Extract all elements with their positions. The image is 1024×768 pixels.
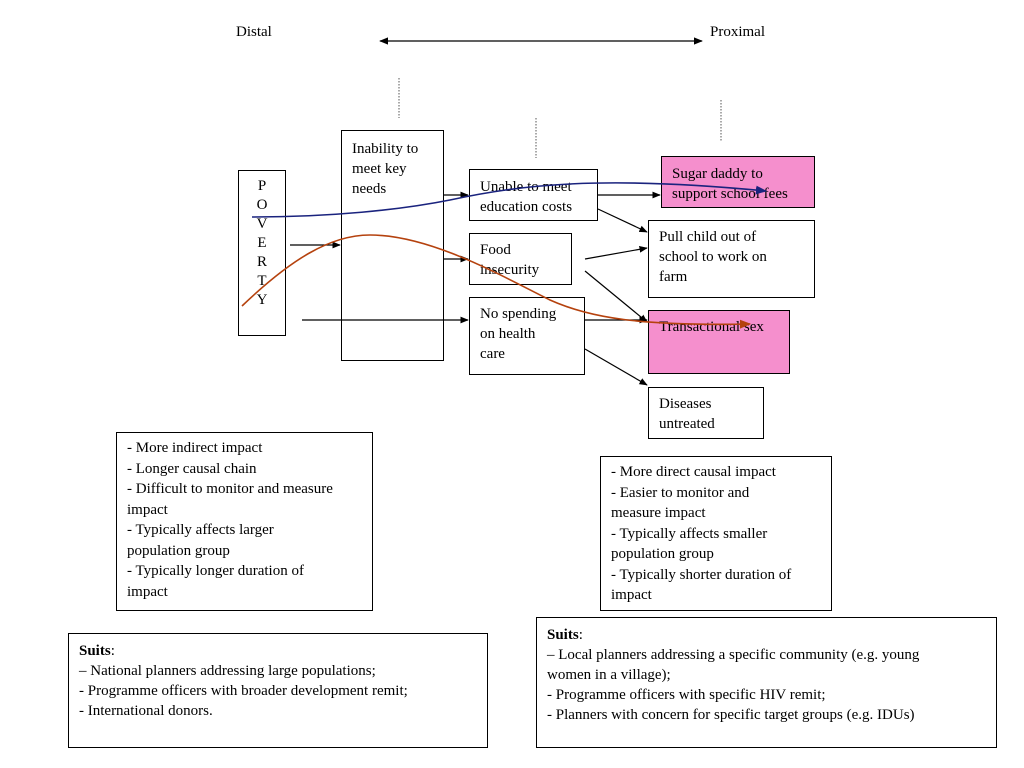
note-line: population group — [611, 546, 714, 562]
poverty-letter: Y — [256, 292, 268, 308]
diseases-node: Diseases untreated — [648, 387, 764, 439]
poverty-letter: V — [256, 216, 268, 232]
node-text: Pull child out of — [659, 229, 757, 245]
arrow-food-transactional — [584, 270, 648, 323]
suits-colon: : — [110, 643, 115, 659]
note-line: impact — [127, 501, 168, 518]
node-text: Transactional sex — [659, 319, 764, 335]
poverty-letter: R — [256, 254, 267, 270]
poverty-letter: O — [256, 197, 268, 213]
note-line: - Typically affects smaller — [611, 525, 768, 542]
note-line: impact — [611, 587, 652, 603]
transactional-sex-node: Transactional sex — [648, 310, 790, 374]
suits-colon: : — [578, 627, 583, 643]
suits-line: – Local planners addressing a specific c… — [547, 647, 920, 663]
arrow-education-pull — [597, 208, 648, 233]
node-text: farm — [659, 269, 688, 285]
suits-distal-box: Suits: – National planners addressing la… — [68, 633, 488, 748]
node-text: untreated — [659, 416, 715, 432]
note-line: population group — [127, 542, 230, 559]
distal-label: Distal — [236, 24, 272, 40]
suits-proximal-box: Suits: – Local planners addressing a spe… — [536, 617, 997, 748]
node-text: education costs — [480, 199, 573, 215]
orange-pathway-curve — [241, 234, 752, 329]
node-text: No spending — [480, 306, 557, 322]
node-text: Sugar daddy to — [672, 166, 763, 182]
note-line: - Easier to monitor and — [611, 484, 750, 501]
pull-child-node: Pull child out of school to work on farm — [648, 220, 815, 298]
node-text: on health — [480, 326, 536, 342]
note-line: - Difficult to monitor and measure — [127, 481, 333, 497]
note-line: - Typically affects larger — [127, 522, 274, 538]
node-text: Food — [480, 242, 511, 258]
poverty-letter: E — [257, 235, 267, 251]
proximal-label: Proximal — [710, 24, 765, 40]
note-line: - Longer causal chain — [127, 460, 257, 477]
suits-line: women in a village); — [547, 667, 671, 683]
node-text: Diseases — [659, 396, 712, 412]
note-line: - Typically shorter duration of — [611, 566, 792, 583]
node-text: Inability to — [352, 141, 419, 157]
food-node: Food insecurity — [469, 233, 572, 285]
poverty-letter: T — [257, 273, 267, 289]
suits-line: – National planners addressing large pop… — [79, 663, 376, 679]
suits-line: - Programme officers with broader develo… — [79, 683, 408, 699]
note-line: measure impact — [611, 505, 706, 521]
suits-line: - Programme officers with specific HIV r… — [547, 687, 826, 703]
node-text: care — [480, 346, 505, 362]
arrow-health-diseases — [584, 348, 648, 386]
node-text: needs — [352, 181, 387, 197]
suits-title: Suits — [547, 627, 579, 643]
arrow-food-pull — [584, 246, 648, 260]
suits-line: - Planners with concern for specific tar… — [547, 707, 915, 723]
suits-title: Suits — [79, 643, 111, 659]
node-text: meet key — [352, 161, 407, 177]
inability-node: Inability to meet key needs — [341, 130, 444, 361]
note-line: - More indirect impact — [127, 440, 263, 456]
note-line: - More direct causal impact — [611, 464, 776, 480]
distal-characteristics-box: - More indirect impact - Longer causal c… — [116, 432, 373, 611]
note-line: - Typically longer duration of — [127, 563, 304, 579]
node-text: school to work on — [659, 249, 767, 265]
note-line: impact — [127, 583, 168, 600]
sugar-daddy-node: Sugar daddy to support school fees — [661, 156, 815, 208]
health-node: No spending on health care — [469, 297, 585, 375]
poverty-letter: P — [257, 178, 267, 194]
suits-line: - International donors. — [79, 703, 213, 719]
proximal-characteristics-box: - More direct causal impact - Easier to … — [600, 456, 832, 611]
node-text: insecurity — [480, 262, 540, 278]
blue-pathway-curve — [251, 182, 768, 218]
poverty-box: P O V E R T Y — [238, 170, 286, 336]
